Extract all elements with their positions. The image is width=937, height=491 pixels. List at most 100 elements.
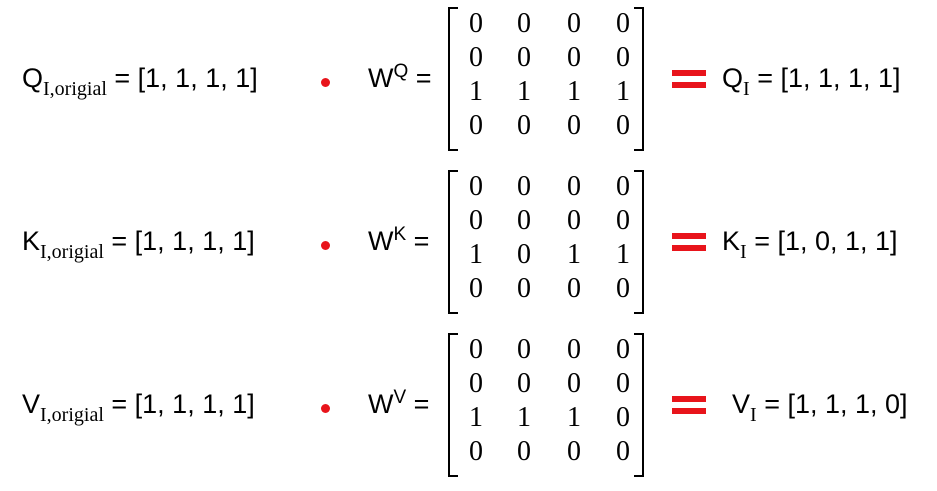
result-vector: = [1, 1, 1, 1] [749, 63, 901, 93]
result-symbol: K [722, 226, 741, 256]
weight-label: WK = [368, 224, 429, 262]
matrix-cell: 0 [616, 42, 630, 73]
original-subscript: I,origial [40, 241, 104, 263]
weight-symbol: W [368, 226, 394, 256]
equals-bar-bottom [672, 408, 706, 414]
result-symbol: V [732, 389, 751, 419]
matrix-cell: 0 [469, 436, 483, 467]
original-vector: = [1, 1, 1, 1] [103, 226, 255, 256]
matrix-cell: 1 [567, 402, 581, 433]
matrix-cell: 1 [616, 76, 630, 107]
dot-product-operator [321, 404, 330, 413]
matrix-left-bracket [448, 333, 458, 477]
matrix-cell: 0 [567, 334, 581, 365]
equals-operator [672, 393, 706, 415]
equals-bar-top [672, 396, 706, 402]
original-subscript: I,origial [43, 78, 107, 100]
matrix-left-bracket [448, 7, 458, 151]
equals-operator [672, 67, 706, 89]
matrix-cell: 0 [469, 205, 483, 236]
result-symbol: Q [722, 63, 744, 93]
matrix-cell: 0 [517, 205, 531, 236]
matrix-cell: 0 [517, 110, 531, 141]
weight-equals: = [406, 389, 430, 419]
original-symbol: V [22, 389, 41, 419]
result-vector: = [1, 1, 1, 0] [756, 389, 908, 419]
result-vector-expression: KI = [1, 0, 1, 1] [722, 224, 898, 263]
matrix-right-bracket [634, 170, 644, 314]
equals-bar-top [672, 70, 706, 76]
original-vector-expression: KI,origial = [1, 1, 1, 1] [22, 224, 255, 263]
weight-superscript: K [393, 224, 407, 245]
matrix-cell: 1 [616, 239, 630, 270]
matrix-cell: 1 [517, 402, 531, 433]
result-subscript: I [750, 404, 757, 426]
equals-operator [672, 230, 706, 252]
dot-product-operator [321, 241, 330, 250]
weight-symbol: W [368, 63, 394, 93]
original-symbol: K [22, 226, 41, 256]
result-vector-expression: VI = [1, 1, 1, 0] [732, 387, 908, 426]
matrix-cell: 0 [616, 436, 630, 467]
matrix-cell: 0 [616, 368, 630, 399]
matrix-cell: 1 [567, 239, 581, 270]
matrix-left-bracket [448, 170, 458, 314]
matrix-cell: 0 [616, 402, 630, 433]
matrix-cell: 0 [517, 239, 531, 270]
matrix-cell: 0 [469, 368, 483, 399]
result-subscript: I [743, 78, 750, 100]
matrix-cell: 0 [469, 42, 483, 73]
matrix-cell: 0 [517, 171, 531, 202]
original-subscript: I,origial [40, 404, 104, 426]
weight-equals: = [408, 63, 432, 93]
matrix-cell: 1 [517, 76, 531, 107]
matrix-right-bracket [634, 333, 644, 477]
matrix-cell: 0 [567, 436, 581, 467]
matrix-cell: 0 [567, 273, 581, 304]
weight-equals: = [406, 226, 430, 256]
matrix-cell: 0 [616, 205, 630, 236]
matrix-cell: 0 [567, 42, 581, 73]
matrix-cell: 0 [469, 8, 483, 39]
matrix-cell: 0 [567, 8, 581, 39]
matrix-cell: 0 [616, 334, 630, 365]
matrix-cell: 0 [616, 171, 630, 202]
weight-superscript: V [393, 387, 407, 408]
original-vector-expression: VI,origial = [1, 1, 1, 1] [22, 387, 255, 426]
matrix-cell: 0 [469, 334, 483, 365]
equals-bar-bottom [672, 82, 706, 88]
matrix-cell: 0 [616, 8, 630, 39]
matrix-cell: 0 [567, 368, 581, 399]
matrix-cell: 0 [517, 8, 531, 39]
weight-label: WV = [368, 387, 429, 425]
original-vector: = [1, 1, 1, 1] [106, 63, 258, 93]
matrix-cell: 0 [567, 110, 581, 141]
weight-symbol: W [368, 389, 394, 419]
matrix-cell: 0 [517, 273, 531, 304]
result-vector-expression: QI = [1, 1, 1, 1] [722, 61, 901, 100]
matrix-cell: 1 [567, 76, 581, 107]
matrix-cell: 0 [517, 334, 531, 365]
matrix-cell: 0 [616, 110, 630, 141]
matrix-cell: 1 [469, 239, 483, 270]
weight-label: WQ = [368, 61, 432, 99]
matrix-cell: 0 [567, 171, 581, 202]
matrix-cell: 0 [517, 42, 531, 73]
matrix-cell: 0 [469, 171, 483, 202]
original-symbol: Q [22, 63, 44, 93]
matrix-cell: 0 [517, 368, 531, 399]
equals-bar-top [672, 233, 706, 239]
matrix-cell: 0 [469, 110, 483, 141]
matrix-right-bracket [634, 7, 644, 151]
matrix-cell: 0 [567, 205, 581, 236]
original-vector: = [1, 1, 1, 1] [103, 389, 255, 419]
result-vector: = [1, 0, 1, 1] [746, 226, 898, 256]
matrix-cell: 0 [517, 436, 531, 467]
dot-product-operator [321, 78, 330, 87]
